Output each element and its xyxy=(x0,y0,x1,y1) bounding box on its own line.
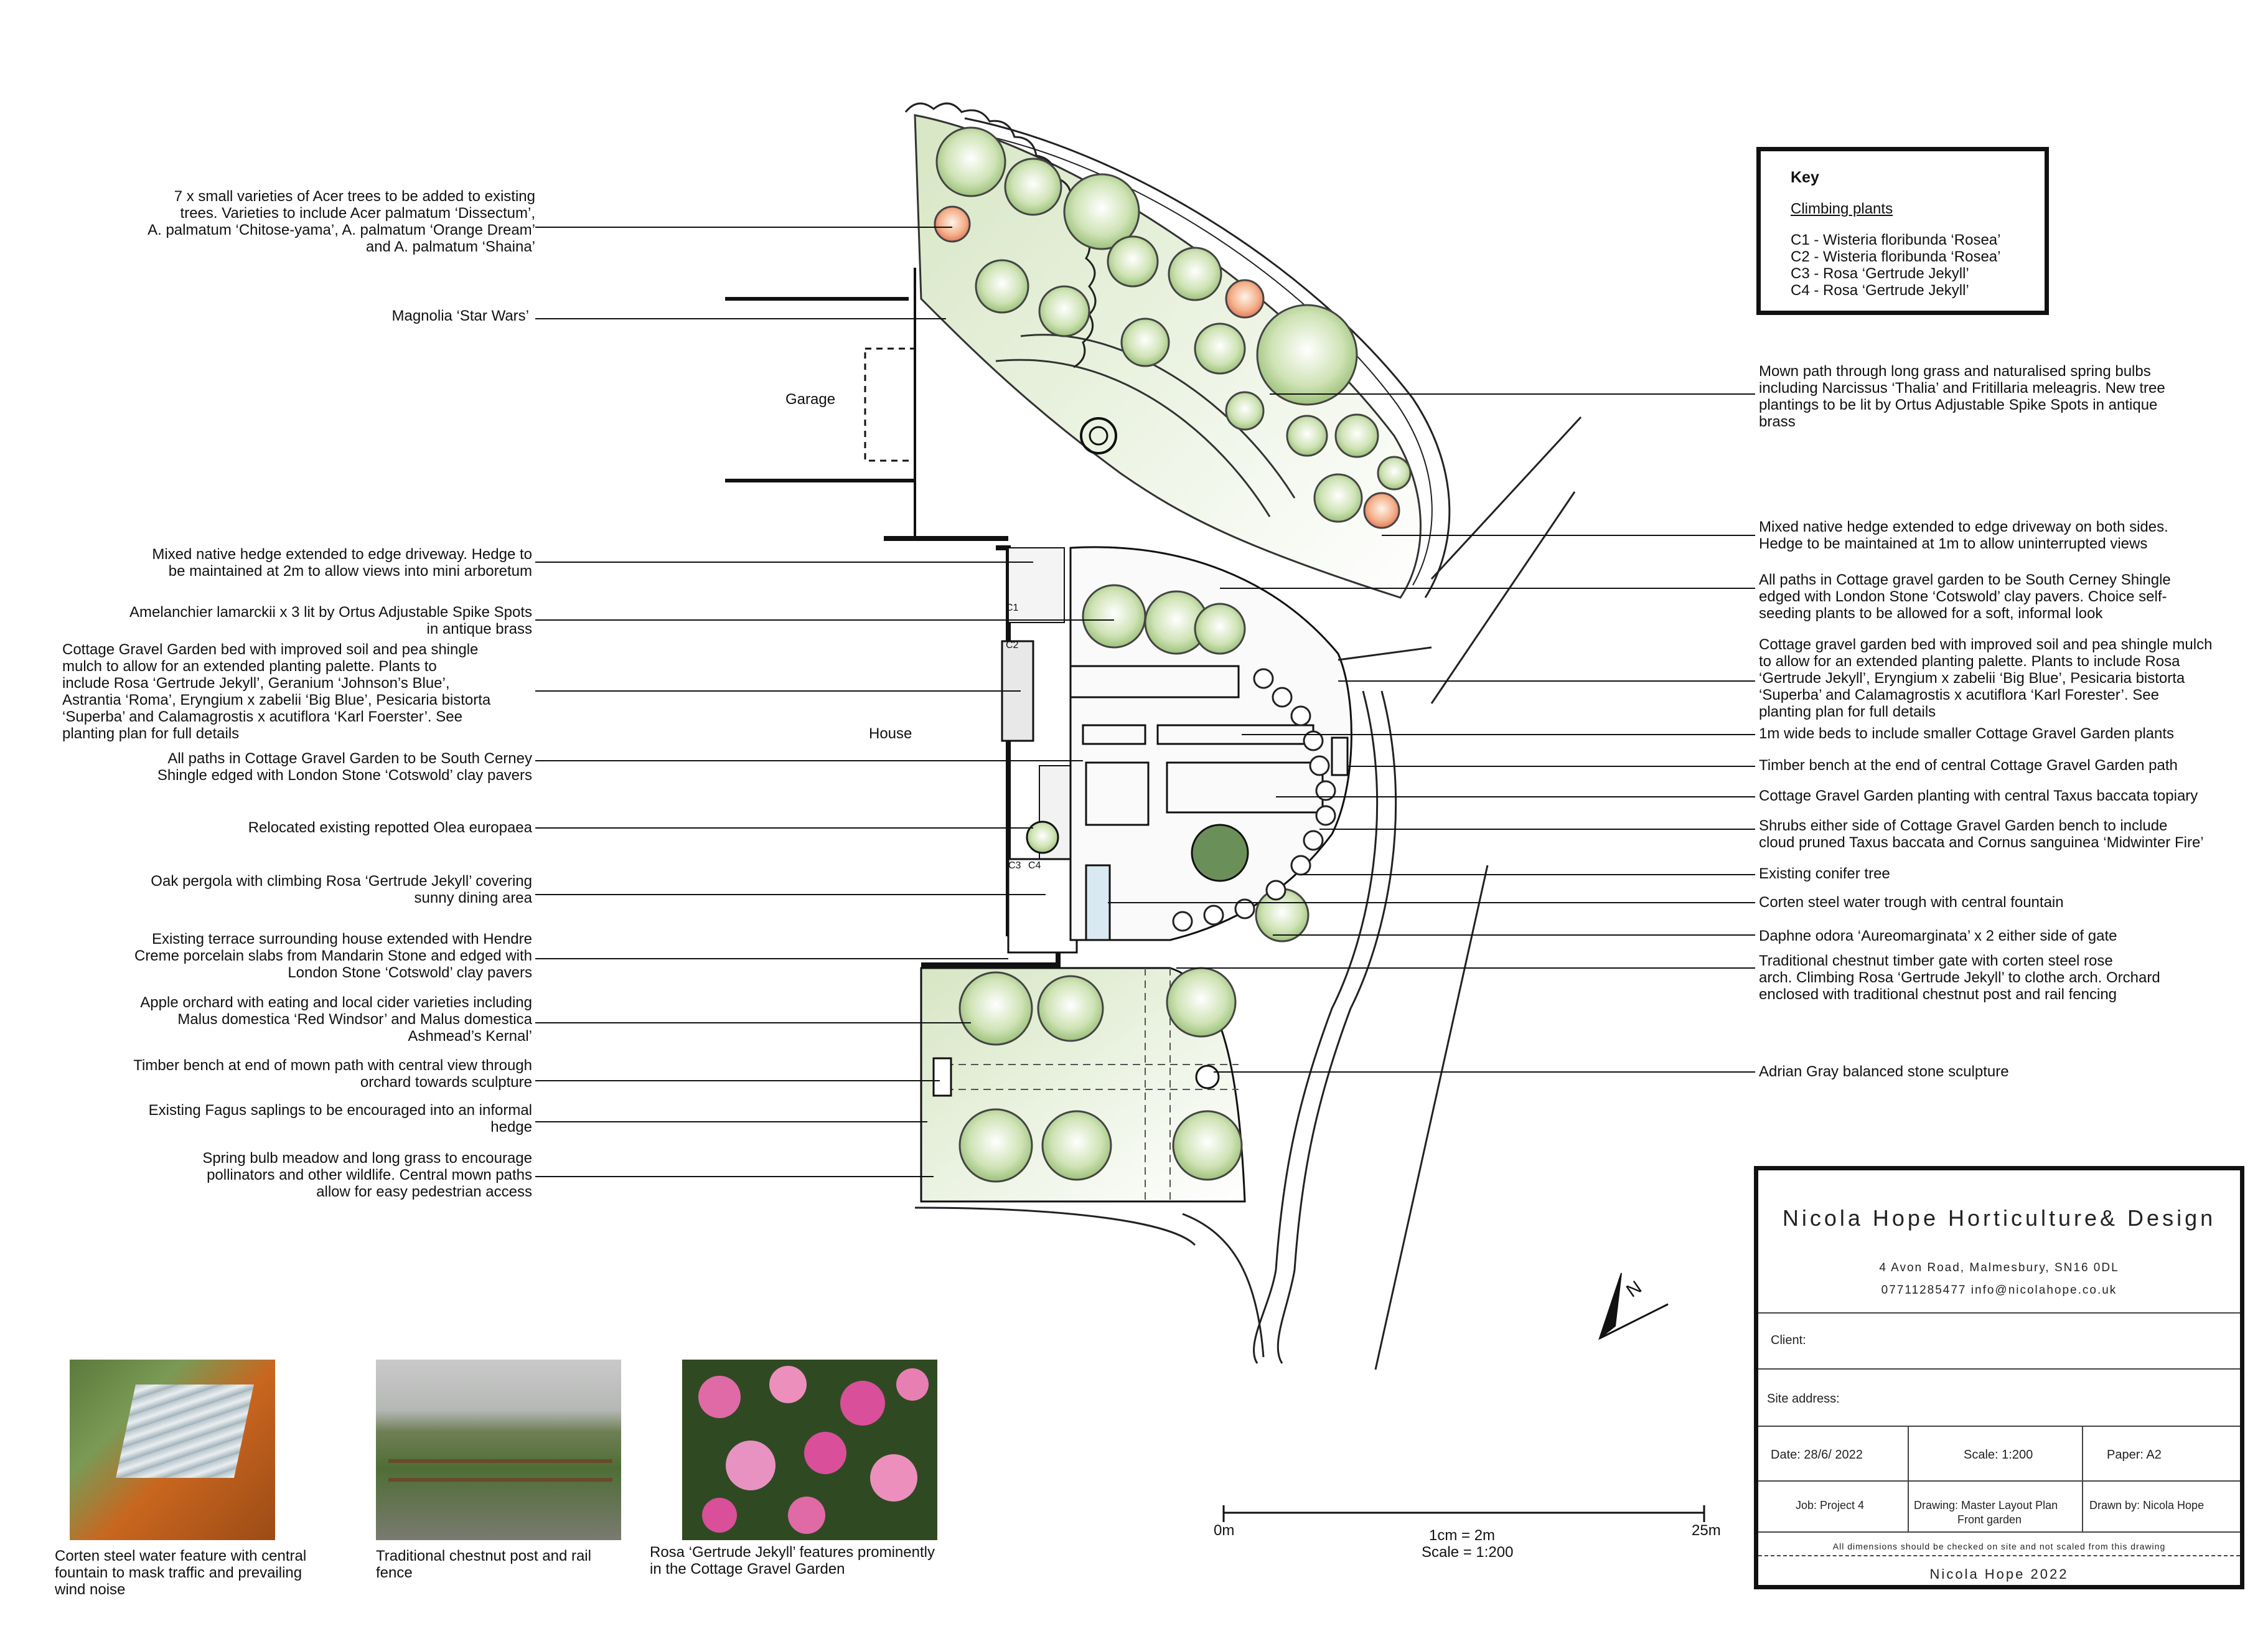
note-timber-bench-orchard: Timber bench at end of mown path with ce… xyxy=(133,1057,532,1091)
note-corten-trough: Corten steel water trough with central f… xyxy=(1759,894,2064,911)
note-chestnut-gate: Traditional chestnut timber gate with co… xyxy=(1759,952,2160,1003)
note-acer-trees: 7 x small varieties of Acer trees to be … xyxy=(148,188,535,255)
drawn-by-field: Drawn by: Nicola Hope xyxy=(2089,1499,2205,1511)
water-surface xyxy=(116,1384,254,1478)
note-fagus: Existing Fagus saplings to be encouraged… xyxy=(148,1102,532,1135)
note-amelanchier: Amelanchier lamarckii x 3 lit by Ortus A… xyxy=(129,604,532,637)
note-cottage-bed-left: Cottage Gravel Garden bed with improved … xyxy=(62,641,491,742)
leader-lines-right xyxy=(1108,393,1755,1073)
note-shrubs-bench: Shrubs either side of Cottage Gravel Gar… xyxy=(1759,817,2204,851)
key-item: C1 - Wisteria floribunda ‘Rosea’ xyxy=(1791,232,2001,248)
note-pergola: Oak pergola with climbing Rosa ‘Gertrude… xyxy=(151,873,532,906)
fence-rail xyxy=(388,1478,612,1482)
key-item: C2 - Wisteria floribunda ‘Rosea’ xyxy=(1791,248,2001,265)
site-boundary xyxy=(914,416,1582,1370)
house-label: House xyxy=(869,725,912,742)
chestnut-fence-photo xyxy=(376,1360,621,1540)
scale-text: Scale = 1:200 xyxy=(1422,1544,1514,1561)
paper-field: Paper: A2 xyxy=(2107,1448,2162,1462)
scale-bar xyxy=(1222,1505,1705,1522)
climber-c3-label: C3 xyxy=(1008,860,1021,871)
house-terrace xyxy=(921,545,1078,967)
note-spring-bulb: Spring bulb meadow and long grass to enc… xyxy=(202,1150,532,1200)
site-address-label: Site address: xyxy=(1767,1392,1840,1406)
climber-c1-label: C1 xyxy=(1006,603,1019,613)
footer-credit: Nicola Hope 2022 xyxy=(1929,1566,2069,1582)
north-arrow xyxy=(1598,1272,1669,1340)
rose-flowers xyxy=(698,1366,929,1534)
caption-rosa: Rosa ‘Gertrude Jekyll’ features prominen… xyxy=(650,1544,935,1577)
key-title: Key xyxy=(1791,169,1819,186)
scale-ratio: 1cm = 2m xyxy=(1429,1527,1496,1544)
title-block: Nicola Hope Horticulture& Design 4 Avon … xyxy=(1754,1166,2244,1589)
note-taxus-topiary: Cottage Gravel Garden planting with cent… xyxy=(1759,787,2198,804)
key-box: Key Climbing plants C1 - Wisteria florib… xyxy=(1756,147,2049,315)
drawing-field: Drawing: Master Layout Plan xyxy=(1914,1499,2058,1511)
disclaimer: All dimensions should be checked on site… xyxy=(1832,1541,2166,1551)
firm-name: Nicola Hope Horticulture& Design xyxy=(1782,1205,2216,1231)
note-magnolia: Magnolia ‘Star Wars’ xyxy=(391,308,529,324)
fence-rail xyxy=(388,1459,612,1463)
job-field: Job: Project 4 xyxy=(1796,1499,1865,1511)
leader-lines-left xyxy=(535,227,1114,1177)
scale-field: Scale: 1:200 xyxy=(1964,1448,2033,1462)
climber-c4-label: C4 xyxy=(1028,860,1041,871)
scale-end-label: 25m xyxy=(1692,1522,1721,1539)
key-subtitle: Climbing plants xyxy=(1791,200,1893,217)
note-daphne: Daphne odora ‘Aureomarginata’ x 2 either… xyxy=(1759,928,2117,944)
note-1m-beds: 1m wide beds to include smaller Cottage … xyxy=(1759,725,2175,742)
north-label: N xyxy=(1623,1277,1646,1301)
key-item: C4 - Rosa ‘Gertrude Jekyll’ xyxy=(1791,282,1969,299)
note-native-hedge-left: Mixed native hedge extended to edge driv… xyxy=(152,546,532,580)
note-mown-path: Mown path through long grass and natural… xyxy=(1759,363,2165,430)
climber-c2-label: C2 xyxy=(1006,640,1019,651)
client-label: Client: xyxy=(1771,1333,1806,1347)
scale-start-label: 0m xyxy=(1214,1522,1235,1539)
note-cottage-bed-right: Cottage gravel garden bed with improved … xyxy=(1759,636,2213,720)
note-apple-orchard: Apple orchard with eating and local cide… xyxy=(140,994,532,1045)
firm-contact: 07711285477 info@nicolahope.co.uk xyxy=(1881,1284,2117,1297)
key-item: C3 - Rosa ‘Gertrude Jekyll’ xyxy=(1791,265,1969,282)
corten-water-feature-photo xyxy=(70,1360,275,1540)
firm-address: 4 Avon Road, Malmesbury, SN16 0DL xyxy=(1879,1261,2119,1274)
cottage-gravel-garden xyxy=(1069,546,1352,941)
note-olea: Relocated existing repotted Olea europae… xyxy=(248,819,532,836)
note-conifer: Existing conifer tree xyxy=(1759,865,1890,882)
drawing-subtitle: Front garden xyxy=(1957,1513,2022,1526)
note-native-hedge-right: Mixed native hedge extended to edge driv… xyxy=(1759,519,2168,552)
note-terrace: Existing terrace surrounding house exten… xyxy=(134,931,532,981)
date-field: Date: 28/6/ 2022 xyxy=(1771,1448,1863,1462)
rosa-gertrude-jekyll-photo xyxy=(682,1360,937,1540)
note-paths-right: All paths in Cottage gravel garden to be… xyxy=(1759,571,2171,622)
note-paths-left: All paths in Cottage Gravel Garden to be… xyxy=(157,750,532,784)
note-sculpture: Adrian Gray balanced stone sculpture xyxy=(1759,1063,2009,1080)
garage-label: Garage xyxy=(785,391,836,408)
driveway xyxy=(725,268,1117,541)
note-timber-bench-central: Timber bench at the end of central Cotta… xyxy=(1759,757,2178,774)
